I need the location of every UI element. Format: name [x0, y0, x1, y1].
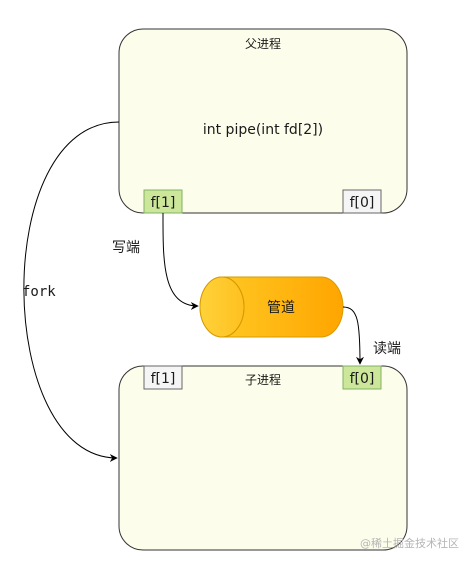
child-port-write: f[1]	[143, 365, 183, 390]
parent-port-write: f[1]	[143, 189, 183, 214]
parent-port-read-label: f[0]	[350, 195, 375, 211]
child-process-box: 子进程 f[1] f[0]	[118, 365, 408, 551]
write-end-label: 写端	[112, 240, 140, 256]
pipe-label: 管道	[267, 300, 295, 316]
pipe-cylinder: 管道	[199, 276, 344, 338]
child-port-read: f[0]	[342, 365, 382, 390]
watermark: @稀土掘金技术社区	[360, 536, 459, 550]
parent-process-title: 父进程	[245, 36, 281, 51]
pipe-call-code: int pipe(int fd[2])	[203, 122, 323, 138]
child-port-read-label: f[0]	[350, 371, 375, 387]
parent-port-write-label: f[1]	[151, 195, 176, 211]
fork-label: fork	[22, 284, 56, 300]
parent-port-read: f[0]	[342, 189, 382, 214]
parent-process-box: 父进程 int pipe(int fd[2]) f[1] f[0]	[118, 28, 408, 214]
child-port-write-label: f[1]	[151, 371, 176, 387]
read-end-label: 读端	[373, 340, 401, 357]
write-end-arrow	[162, 212, 199, 310]
child-process-title: 子进程	[245, 372, 281, 387]
read-end-arrow	[342, 306, 364, 365]
